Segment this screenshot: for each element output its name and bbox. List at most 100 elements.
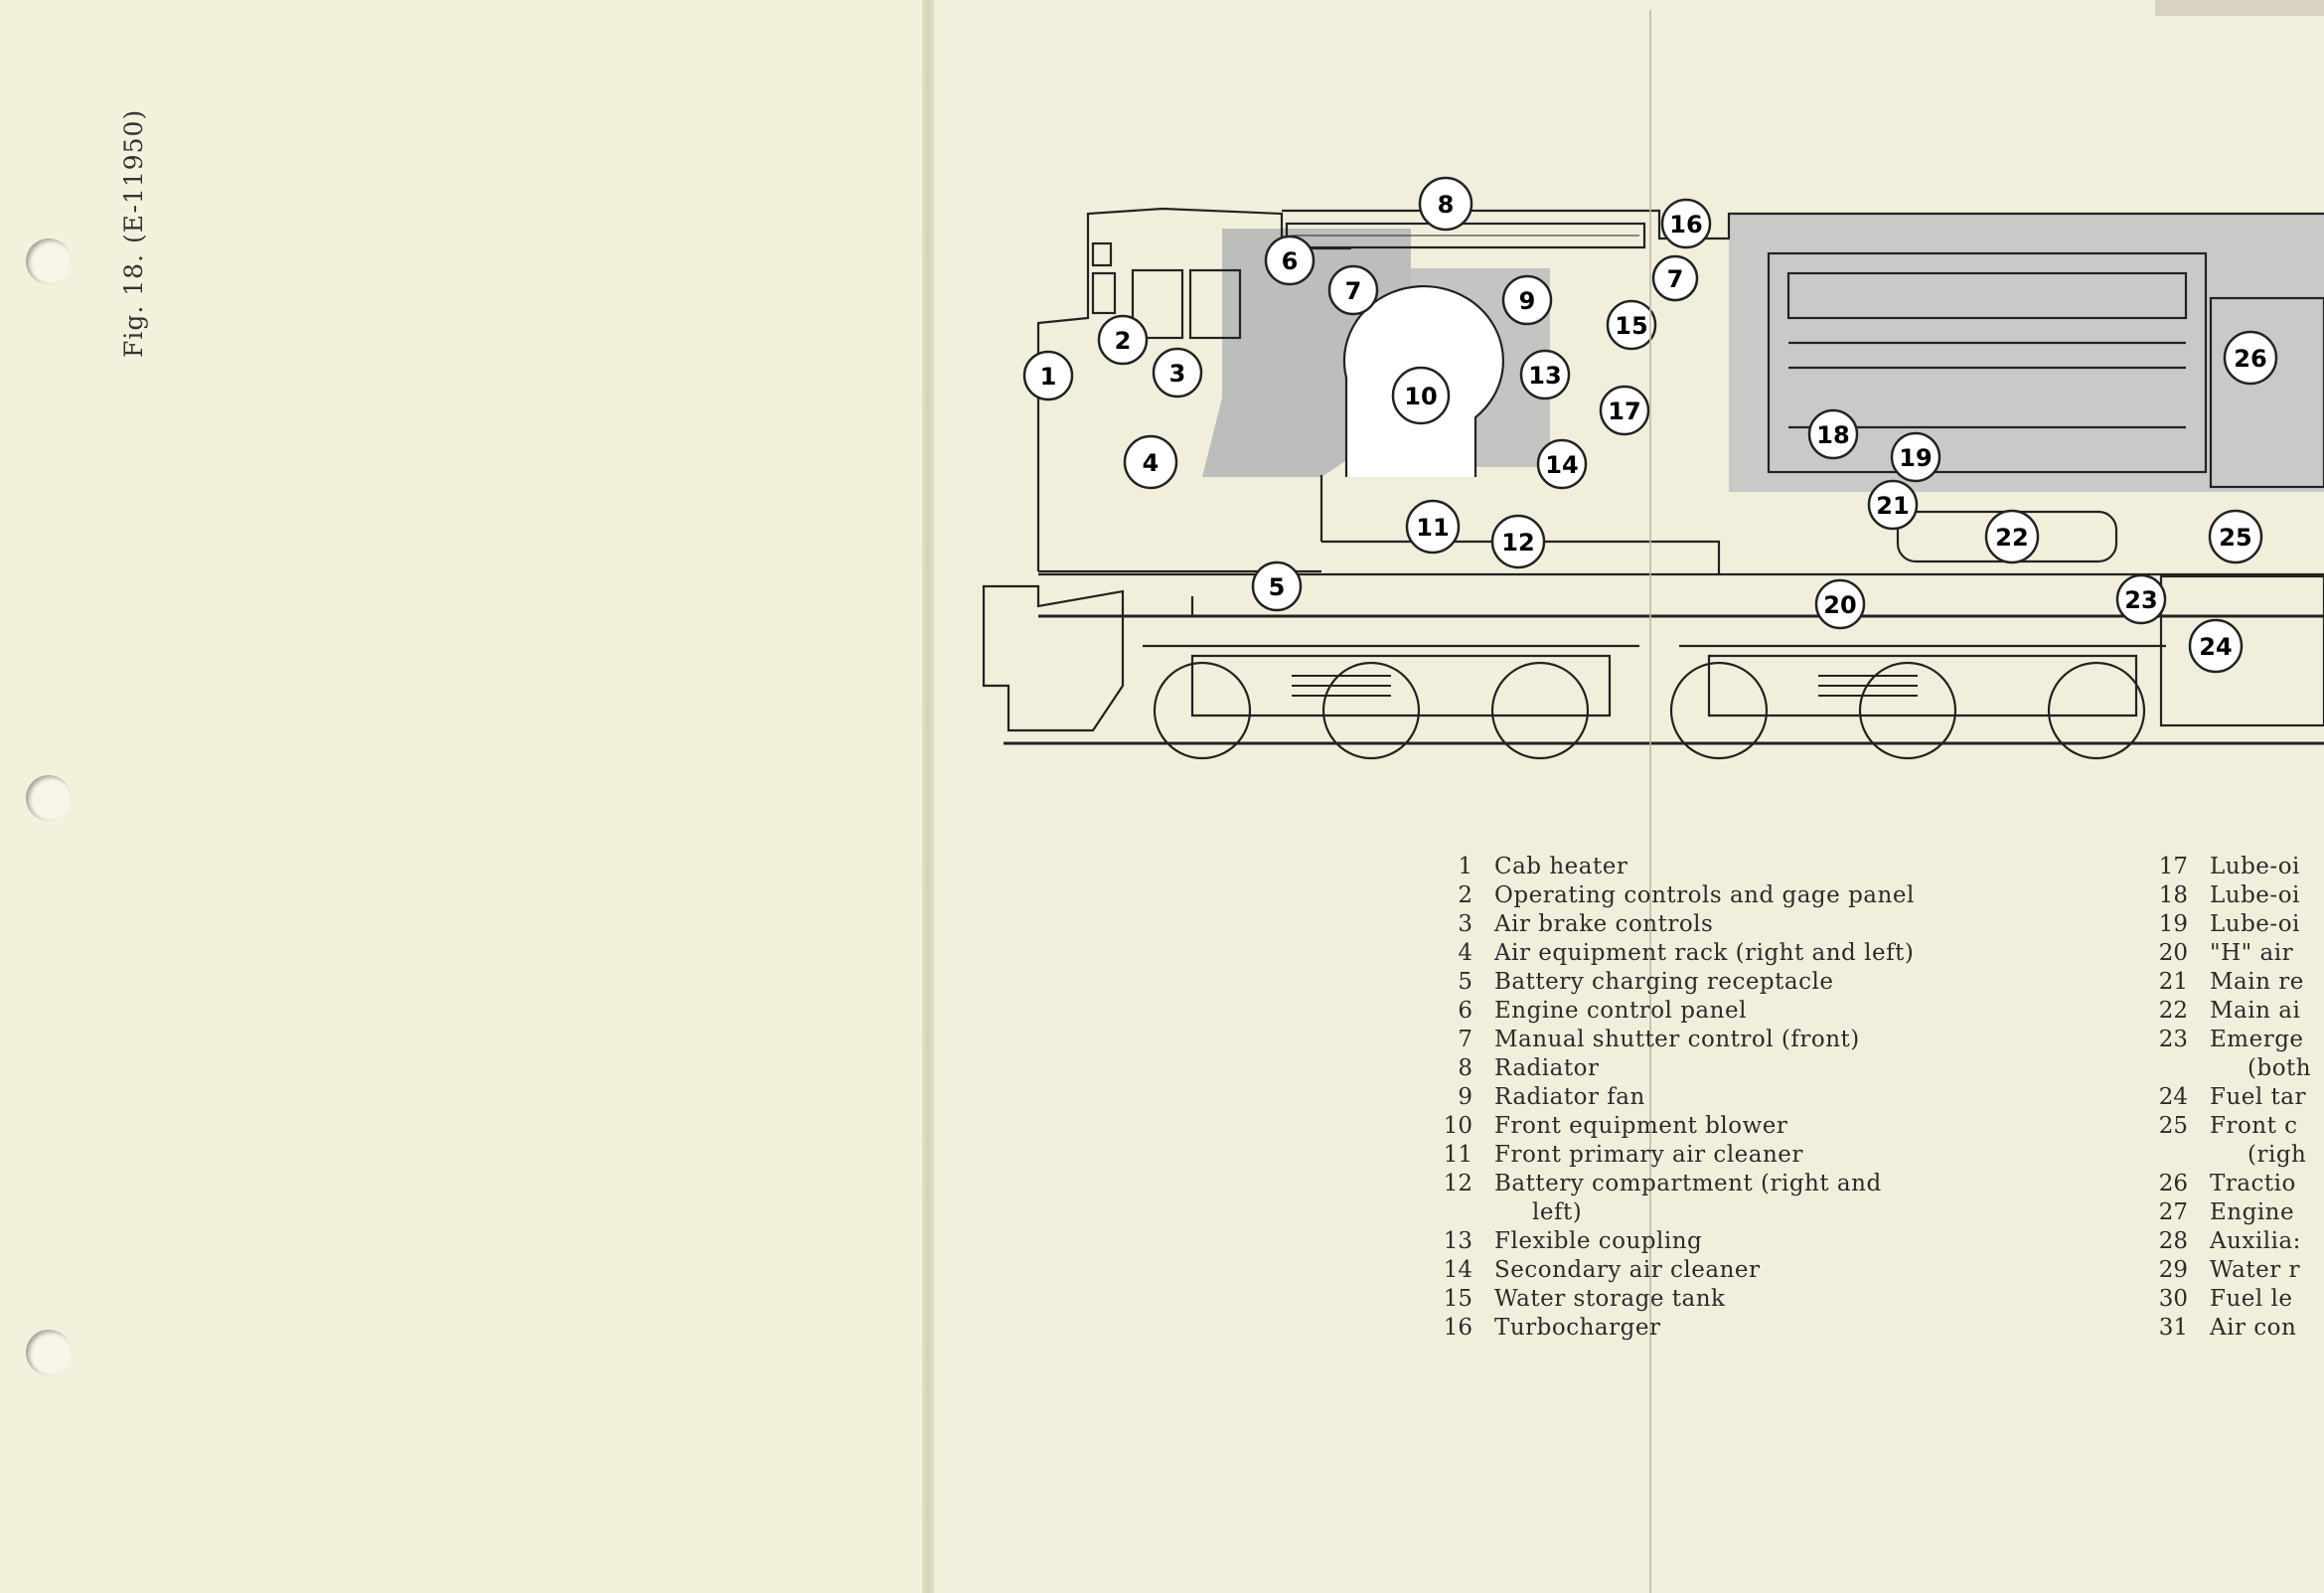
legend-number: 6 — [1458, 998, 1472, 1024]
legend-number: 13 — [1443, 1228, 1472, 1254]
page-gutter — [922, 0, 936, 1593]
legend-label: Water r — [2210, 1257, 2301, 1283]
locomotive-body — [982, 207, 2324, 760]
legend-label: Manual shutter control (front) — [1494, 1027, 1860, 1052]
legend-label: Water storage tank — [1494, 1286, 1726, 1312]
svg-text:20: 20 — [1823, 591, 1856, 619]
legend-label: (both — [2247, 1055, 2312, 1081]
legend-label: Lube-oi — [2210, 882, 2300, 908]
legend-item: 29 Water r — [2146, 1256, 2324, 1285]
legend-label: Engine control panel — [1494, 998, 1747, 1024]
callout: 5 — [1251, 560, 1303, 612]
svg-text:18: 18 — [1816, 421, 1849, 449]
callout: 19 — [1890, 431, 1941, 483]
legend-number: 24 — [2158, 1084, 2188, 1110]
svg-text:9: 9 — [1519, 287, 1536, 315]
legend-number: 20 — [2158, 940, 2188, 966]
legend-number: 28 — [2158, 1228, 2188, 1254]
legend-label: Flexible coupling — [1494, 1228, 1703, 1254]
callout: 12 — [1490, 514, 1546, 569]
legend-number: 5 — [1458, 969, 1472, 995]
svg-text:16: 16 — [1669, 211, 1702, 239]
legend-number — [2146, 1141, 2210, 1170]
svg-text:23: 23 — [2124, 586, 2157, 614]
legend-label: Tractio — [2210, 1171, 2296, 1196]
legend-item: left) — [1431, 1198, 1915, 1227]
legend-label: (righ — [2247, 1142, 2307, 1168]
svg-text:5: 5 — [1269, 573, 1286, 601]
legend-number: 19 — [2158, 911, 2188, 937]
svg-text:24: 24 — [2199, 633, 2232, 661]
locomotive-diagram: 1 2 3 4 5 6 7 8 9 10 11 12 13 14 15 16 1… — [982, 176, 2324, 760]
legend-label: left) — [1532, 1199, 1583, 1225]
legend-number: 27 — [2158, 1199, 2188, 1225]
callout: 4 — [1123, 434, 1178, 490]
legend-label: Radiator fan — [1494, 1084, 1645, 1110]
svg-text:3: 3 — [1169, 360, 1186, 388]
legend-label: Fuel tar — [2210, 1084, 2306, 1110]
legend-number: 30 — [2158, 1286, 2188, 1312]
legend-number: 21 — [2158, 969, 2188, 995]
callout: 25 — [2208, 509, 2263, 564]
callout: 1 — [1022, 350, 1074, 401]
callout: 26 — [2223, 330, 2278, 386]
svg-text:17: 17 — [1608, 398, 1640, 425]
legend-label: "H" air — [2210, 940, 2294, 966]
legend-label: Secondary air cleaner — [1494, 1257, 1761, 1283]
legend-number: 26 — [2158, 1171, 2188, 1196]
svg-text:25: 25 — [2219, 524, 2251, 552]
legend-label: Main re — [2210, 969, 2304, 995]
legend-label: Air equipment rack (right and left) — [1494, 940, 1915, 966]
legend-number: 12 — [1443, 1171, 1472, 1196]
legend-item: 6 Engine control panel — [1431, 997, 1915, 1026]
legend-number: 18 — [2158, 882, 2188, 908]
legend-number: 7 — [1458, 1027, 1472, 1052]
svg-text:4: 4 — [1143, 449, 1160, 477]
legend-item: 9 Radiator fan — [1431, 1083, 1915, 1112]
legend-label: Main ai — [2210, 998, 2301, 1024]
svg-text:8: 8 — [1438, 191, 1455, 219]
callout: 2 — [1097, 314, 1149, 366]
legend-label: Lube-oi — [2210, 854, 2300, 879]
callout: 17 — [1599, 385, 1650, 436]
legend-item: 18 Lube-oi — [2146, 881, 2324, 910]
legend-item: 20 "H" air — [2146, 939, 2324, 968]
callout: 20 — [1814, 578, 1866, 630]
legend-label: Battery charging receptacle — [1494, 969, 1834, 995]
legend-item: (righ — [2146, 1141, 2324, 1170]
legend-number: 29 — [2158, 1257, 2188, 1283]
legend-number: 14 — [1443, 1257, 1472, 1283]
legend-item: 24 Fuel tar — [2146, 1083, 2324, 1112]
legend-number: 9 — [1458, 1084, 1472, 1110]
legend-number — [1431, 1198, 1494, 1227]
svg-text:7: 7 — [1345, 277, 1362, 305]
legend-number: 3 — [1458, 911, 1472, 937]
svg-text:2: 2 — [1115, 327, 1132, 355]
legend-number: 1 — [1458, 854, 1472, 879]
svg-text:15: 15 — [1615, 312, 1647, 340]
callout: 10 — [1391, 366, 1451, 425]
legend-label: Fuel le — [2210, 1286, 2293, 1312]
callout: 18 — [1807, 408, 1859, 460]
svg-text:12: 12 — [1501, 529, 1534, 557]
legend-label: Cab heater — [1494, 854, 1628, 879]
callout: 14 — [1536, 438, 1588, 490]
legend-label: Front primary air cleaner — [1494, 1142, 1803, 1168]
svg-text:21: 21 — [1876, 492, 1909, 520]
legend-item: 1 Cab heater — [1431, 853, 1915, 881]
